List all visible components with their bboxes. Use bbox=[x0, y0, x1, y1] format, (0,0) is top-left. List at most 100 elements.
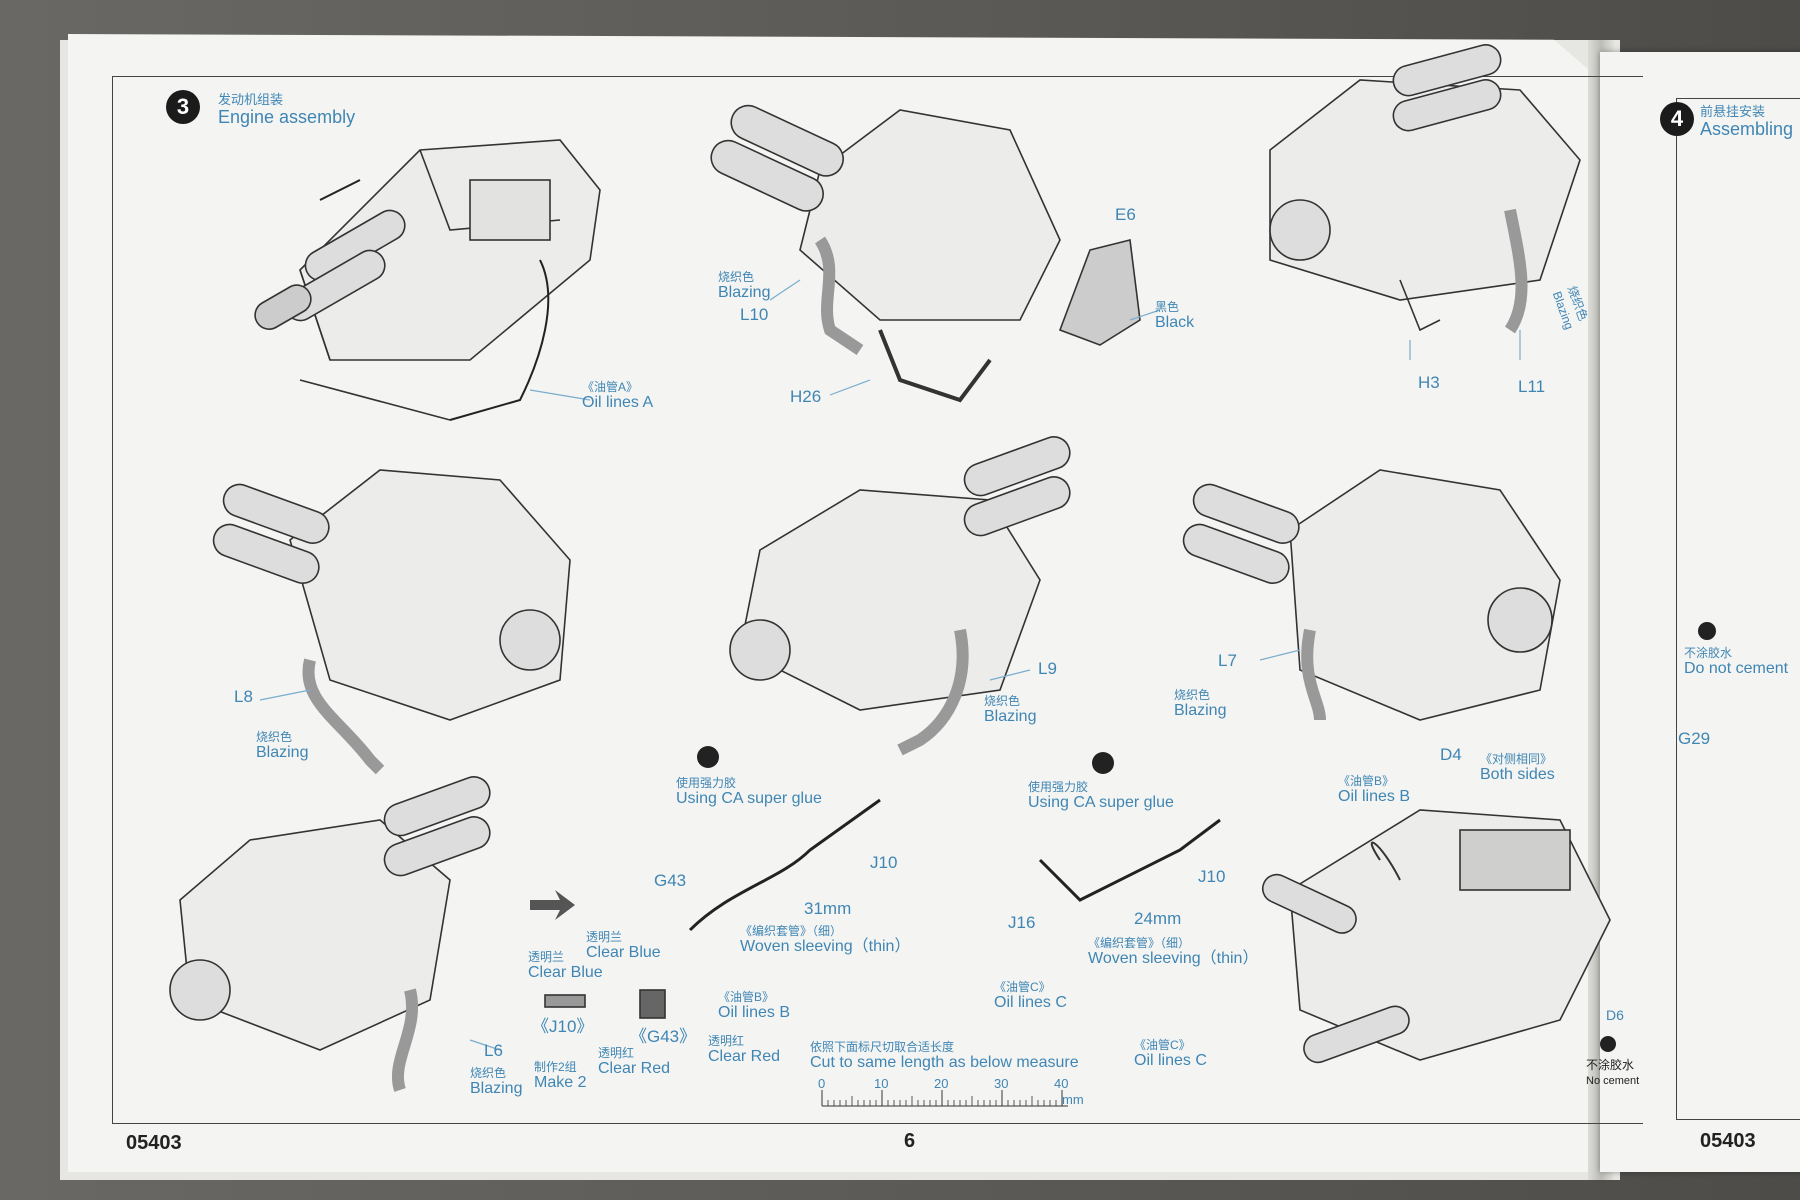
right-do-not-cement-en: Do not cement bbox=[1684, 660, 1789, 677]
callout-oil-lines-a-en: Oil lines A bbox=[582, 394, 654, 411]
sub-right-glue: 使用强力胶 Using CA super glue bbox=[1028, 780, 1174, 812]
final-oil-lines-b-en: Oil lines B bbox=[1338, 788, 1411, 805]
step-3-title-cn: 发动机组装 bbox=[218, 92, 284, 107]
page-number: 6 bbox=[904, 1130, 916, 1152]
ruler-instruction: 依照下面标尺切取合适长度 Cut to same length as below… bbox=[810, 1040, 1079, 1072]
final-oil-lines-b-cn: 《油管B》 bbox=[1338, 774, 1395, 788]
final-no-cement-cn: 不涂胶水 bbox=[1586, 1058, 1635, 1072]
engine-drawing-2 bbox=[710, 104, 1141, 403]
final-both-sides-cn: 《对侧相同》 bbox=[1480, 752, 1553, 766]
callout-l7-part: L7 bbox=[1218, 651, 1237, 670]
ruler-tick-20: 20 bbox=[934, 1078, 948, 1091]
engine-drawing-6 bbox=[1182, 469, 1561, 721]
sub-left-clear-red2-cn: 透明红 bbox=[708, 1034, 745, 1048]
engine-drawing-7 bbox=[169, 776, 491, 1092]
sub-left-clear-red: 透明红 Clear Red bbox=[598, 1046, 670, 1078]
ruler-tick-30: 30 bbox=[994, 1078, 1008, 1091]
sub-left-sleeve: 《编织套管》（细） Woven sleeving（thin） bbox=[740, 924, 910, 956]
final-oil-lines-c-en: Oil lines C bbox=[1134, 1052, 1207, 1069]
right-do-not-cement: 不涂胶水 Do not cement bbox=[1684, 646, 1788, 678]
callout-oil-lines-a-cn: 《油管A》 bbox=[582, 380, 639, 394]
callout-e6-en: Black bbox=[1155, 314, 1195, 331]
engine-drawing-3 bbox=[1269, 44, 1581, 334]
callout-l9-cn: 烧织色 bbox=[984, 694, 1021, 708]
callout-l7-color: 烧织色 Blazing bbox=[1174, 688, 1226, 720]
right-do-not-cement-cn: 不涂胶水 bbox=[1684, 646, 1733, 660]
sub-left-clear-blue2-cn: 透明兰 bbox=[528, 950, 565, 964]
ruler-instruction-en: Cut to same length as below measure bbox=[810, 1054, 1079, 1071]
sub-left-clear-red-en: Clear Red bbox=[598, 1060, 671, 1077]
sub-left-make2: 制作2组 Make 2 bbox=[534, 1060, 586, 1092]
engine-drawing-1 bbox=[254, 139, 601, 421]
sub-left-g43: G43 bbox=[654, 871, 687, 890]
sub-left-clear-blue-en: Clear Blue bbox=[586, 944, 661, 961]
sub-right-j10: J10 bbox=[1198, 867, 1226, 886]
sub-right-glue-cn: 使用强力胶 bbox=[1028, 780, 1089, 794]
sub-left-clear-blue-2: 透明兰 Clear Blue bbox=[528, 950, 603, 982]
callout-l6-cn: 烧织色 bbox=[470, 1066, 507, 1080]
callout-l6-color: 烧织色 Blazing bbox=[470, 1066, 522, 1098]
sub-right-sleeve-en: Woven sleeving（thin） bbox=[1088, 950, 1259, 967]
ruler-tick-10: 10 bbox=[874, 1078, 888, 1091]
product-code-left: 05403 bbox=[126, 1132, 182, 1154]
engine-drawing-final bbox=[1261, 809, 1611, 1064]
measure-ruler: 0 10 20 30 40 mm bbox=[818, 1078, 1084, 1107]
step-3-title: 发动机组装 Engine assembly bbox=[218, 92, 355, 128]
callout-e6-part: E6 bbox=[1115, 205, 1136, 224]
sub-left-j10-part: 《J10》 bbox=[532, 1017, 594, 1036]
sub-right-oil-lines-c-en: Oil lines C bbox=[994, 994, 1067, 1011]
final-oil-lines-c: 《油管C》 Oil lines C bbox=[1134, 1038, 1207, 1070]
ruler-unit: mm bbox=[1062, 1092, 1084, 1107]
callout-oil-lines-a: 《油管A》 Oil lines A bbox=[582, 380, 653, 412]
product-code-right: 05403 bbox=[1700, 1130, 1756, 1152]
instruction-page-right bbox=[1600, 52, 1800, 1172]
no-cement-icon bbox=[1600, 1036, 1616, 1052]
final-oil-lines-b: 《油管B》 Oil lines B bbox=[1338, 774, 1410, 806]
callout-l9-part: L9 bbox=[1038, 659, 1057, 678]
step-4-title-en: Assembling bbox=[1700, 119, 1794, 139]
right-g29: G29 bbox=[1678, 729, 1711, 748]
callout-e6-cn: 黑色 bbox=[1155, 300, 1180, 314]
sub-left-clear-blue-cn: 透明兰 bbox=[586, 930, 623, 944]
callout-h3-part: H3 bbox=[1418, 373, 1440, 392]
sub-left-clear-red-2: 透明红 Clear Red bbox=[708, 1034, 780, 1066]
callout-l9-color: 烧织色 Blazing bbox=[984, 694, 1036, 726]
sub-right-j16: J16 bbox=[1008, 913, 1036, 932]
callout-l7-cn: 烧织色 bbox=[1174, 688, 1211, 702]
final-no-cement: 不涂胶水 No cement bbox=[1586, 1058, 1639, 1090]
engine-drawing-4 bbox=[212, 469, 571, 775]
callout-l8-color: 烧织色 Blazing bbox=[256, 730, 308, 762]
sub-left-j10: J10 bbox=[870, 853, 898, 872]
sub-left-oil-lines-b-cn: 《油管B》 bbox=[718, 990, 775, 1004]
callout-l10-en: Blazing bbox=[718, 284, 771, 301]
sub-left-sleeve-cn: 《编织套管》（细） bbox=[740, 924, 843, 938]
sub-left-clear-red-cn: 透明红 bbox=[598, 1046, 635, 1060]
sub-left-oil-lines-b: 《油管B》 Oil lines B bbox=[718, 990, 790, 1022]
final-both-sides: 《对侧相同》 Both sides bbox=[1480, 752, 1555, 784]
sub-left-clear-blue2-en: Clear Blue bbox=[528, 964, 603, 981]
callout-l7-en: Blazing bbox=[1174, 702, 1227, 719]
callout-l6-part: L6 bbox=[484, 1041, 503, 1060]
final-d4: D4 bbox=[1440, 745, 1462, 764]
step-4-title-cn: 前悬挂安装 bbox=[1700, 104, 1766, 119]
callout-l8-part: L8 bbox=[234, 687, 253, 706]
ruler-tick-40: 40 bbox=[1054, 1078, 1068, 1091]
callout-l10-cn: 烧织色 bbox=[718, 270, 755, 284]
callout-l8-en: Blazing bbox=[256, 744, 309, 761]
callout-h26-part: H26 bbox=[790, 387, 822, 406]
sub-left-glue-en: Using CA super glue bbox=[676, 790, 822, 807]
callout-l10-color: 烧织色 Blazing bbox=[718, 270, 770, 302]
glue-icon bbox=[697, 746, 719, 768]
step-3-title-en: Engine assembly bbox=[218, 107, 356, 127]
sub-left-clear-blue: 透明兰 Clear Blue bbox=[586, 930, 661, 962]
sub-right-length: 24mm bbox=[1134, 909, 1182, 928]
callout-l8-cn: 烧织色 bbox=[256, 730, 293, 744]
sub-right-oil-lines-c-cn: 《油管C》 bbox=[994, 980, 1051, 994]
sub-left-g43-part: 《G43》 bbox=[630, 1027, 697, 1046]
sub-left-oil-lines-b-en: Oil lines B bbox=[718, 1004, 791, 1021]
final-d6: D6 bbox=[1606, 1007, 1624, 1023]
callout-l11-part: L11 bbox=[1518, 377, 1546, 396]
step-3-number: 3 bbox=[166, 90, 200, 124]
engine-drawing-5 bbox=[729, 436, 1071, 756]
final-both-sides-en: Both sides bbox=[1480, 766, 1555, 783]
